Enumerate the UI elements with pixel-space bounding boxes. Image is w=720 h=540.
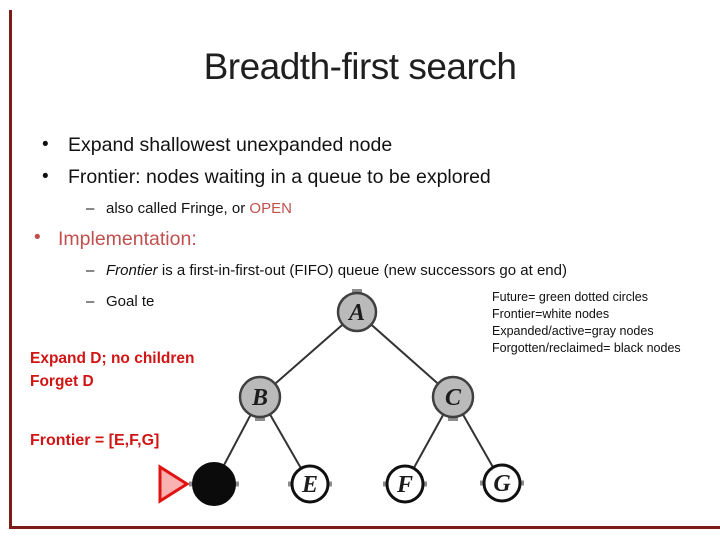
tree-node-E — [290, 464, 330, 504]
tree-node-label-B: B — [251, 385, 268, 411]
legend-line: Future= green dotted circles — [492, 290, 648, 304]
tree-node-G — [482, 463, 522, 503]
legend-line: Frontier=white nodes — [492, 307, 610, 321]
sub-bullet-fifo-text: is a first-in-first-out (FIFO) queue (ne… — [157, 262, 567, 279]
legend-line: Forgotten/reclaimed= black nodes — [492, 341, 681, 355]
legend-line: Expanded/active=gray nodes — [492, 324, 654, 338]
tree-edge-AC — [356, 311, 454, 398]
frontier-italic: Frontier — [106, 262, 158, 279]
annotation-frontier-state: Frontier = [E,F,G] — [30, 432, 160, 449]
sub-bullet-fifo: Frontier is a first-in-first-out (FIFO) … — [106, 262, 567, 280]
tree-node-B — [238, 375, 282, 419]
sub-bullet-dash: – — [86, 200, 95, 217]
sub-bullet-dash: – — [86, 262, 95, 279]
tree-edge-AB — [259, 311, 358, 398]
page-title: Breadth-first search — [203, 46, 517, 87]
tree-node-label-G: G — [493, 471, 511, 497]
tree-node-C — [431, 375, 475, 419]
sub-bullet-fringe: also called Fringe, or OPEN — [106, 200, 292, 218]
tree-node-label-A: A — [347, 300, 365, 326]
bullet-item-expand: Expand shallowest unexpanded node — [68, 134, 393, 156]
bullet-dot: • — [34, 227, 41, 248]
sub-bullet-dash: – — [86, 293, 95, 310]
tree-node-F — [385, 464, 425, 504]
slide-frame-bottom — [9, 526, 720, 529]
bullet-item-frontier: Frontier: nodes waiting in a queue to be… — [68, 166, 491, 188]
open-keyword: OPEN — [249, 200, 292, 217]
pointer-arrow — [158, 464, 190, 504]
slide-frame-left — [9, 10, 12, 527]
tree-node-label-E: E — [301, 472, 318, 498]
bullet-item-implementation: Implementation: — [58, 228, 197, 250]
annotation-expand-d: Expand D; no children Forget D — [30, 348, 194, 393]
annotation-expand-line2: Forget D — [30, 372, 94, 390]
tree-node-label-F: F — [396, 472, 413, 498]
tree-node-D — [192, 462, 236, 506]
sub-bullet-goal-clipped: Goal te — [106, 293, 155, 310]
annotation-expand-line1: Expand D; no children — [30, 350, 195, 367]
sub-bullet-fringe-text: also called Fringe, or — [106, 200, 250, 217]
tree-node-label-C: C — [445, 385, 462, 411]
bullet-dot: • — [42, 166, 49, 187]
tree-node-A — [336, 291, 378, 333]
bullet-dot: • — [42, 134, 49, 155]
